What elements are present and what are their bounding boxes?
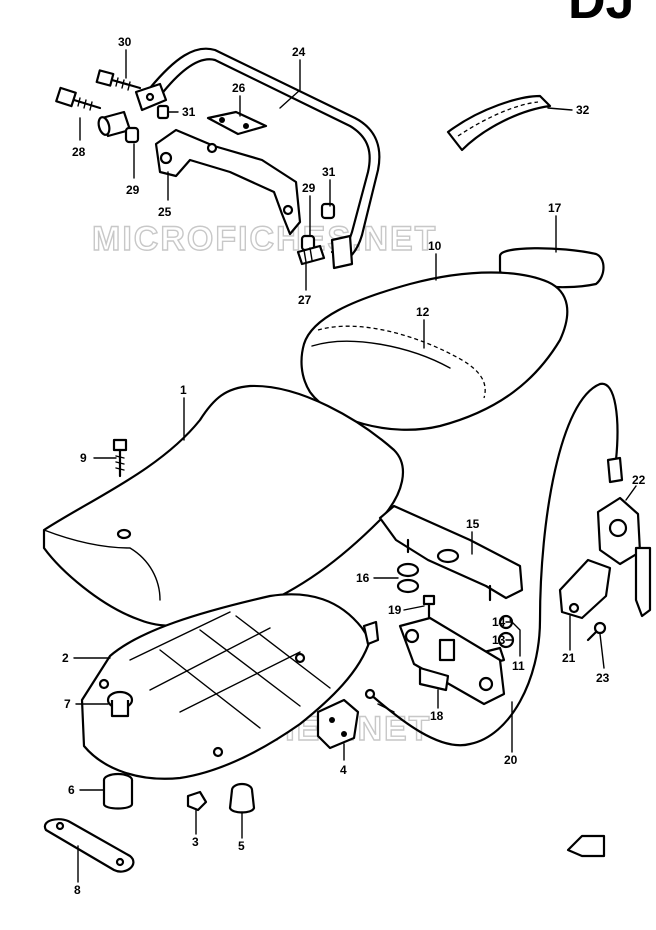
callout-29: 29 xyxy=(126,183,140,197)
spacer-31-upper xyxy=(156,104,170,120)
bracket-4 xyxy=(316,698,360,750)
seat-base-2 xyxy=(80,593,380,780)
callout-30: 30 xyxy=(118,35,132,49)
cable-20 xyxy=(364,382,624,747)
callout-11: 11 xyxy=(512,659,525,673)
latch-18 xyxy=(398,616,506,706)
callout-27: 27 xyxy=(298,293,312,307)
callout-14: 14 xyxy=(492,615,506,629)
bracket-15 xyxy=(378,504,524,602)
front-seat-1 xyxy=(42,384,404,627)
bolt-30 xyxy=(95,69,142,91)
collar-left xyxy=(97,110,132,138)
callout-25: 25 xyxy=(158,205,172,219)
spacer-31-lower xyxy=(320,202,336,220)
callout-2: 2 xyxy=(62,651,69,665)
callout-31: 31 xyxy=(182,105,196,119)
bracket-25 xyxy=(154,128,302,236)
strap-32 xyxy=(446,94,552,152)
watermark-top: MICROFICHES.NET xyxy=(92,220,437,258)
callout-29: 29 xyxy=(302,181,316,195)
nuts-16 xyxy=(396,562,420,594)
callout-20: 20 xyxy=(504,753,518,767)
bolt-9 xyxy=(112,438,128,478)
callout-1: 1 xyxy=(180,383,187,397)
callout-24: 24 xyxy=(292,45,306,59)
cushion-6 xyxy=(102,772,134,810)
callout-12: 12 xyxy=(416,305,430,319)
callout-28: 28 xyxy=(72,145,86,159)
bolt-27 xyxy=(296,244,326,266)
grab-rail xyxy=(134,47,381,270)
spacer-29-left xyxy=(124,126,140,144)
bolt-28 xyxy=(55,86,102,111)
callout-23: 23 xyxy=(596,671,610,685)
corner-title: DJ xyxy=(568,0,634,30)
callout-labels: 30 24 26 31 28 29 25 31 29 27 32 17 10 1… xyxy=(62,35,646,897)
callout-4: 4 xyxy=(340,763,347,777)
cushion-5 xyxy=(228,782,256,814)
forward-arrow-icon xyxy=(566,834,606,858)
plate-8 xyxy=(43,818,135,873)
callout-21: 21 xyxy=(562,651,576,665)
lock-22 xyxy=(596,496,652,618)
screw-23 xyxy=(586,621,607,642)
bracket-21 xyxy=(558,558,612,620)
callout-7: 7 xyxy=(64,697,71,711)
bracket-26 xyxy=(206,110,268,136)
callout-19: 19 xyxy=(388,603,402,617)
rear-seat-10 xyxy=(300,271,569,431)
callout-18: 18 xyxy=(430,709,444,723)
callout-8: 8 xyxy=(74,883,81,897)
callout-31: 31 xyxy=(322,165,336,179)
callout-17: 17 xyxy=(548,201,562,215)
callout-9: 9 xyxy=(80,451,87,465)
callout-13: 13 xyxy=(492,633,506,647)
callout-22: 22 xyxy=(632,473,646,487)
callout-15: 15 xyxy=(466,517,480,531)
callout-10: 10 xyxy=(428,239,442,253)
callout-5: 5 xyxy=(238,839,245,853)
callout-26: 26 xyxy=(232,81,246,95)
leader-lines xyxy=(73,49,637,883)
callout-6: 6 xyxy=(68,783,75,797)
grommet-7 xyxy=(106,690,134,718)
callout-16: 16 xyxy=(356,571,370,585)
nut-3 xyxy=(186,790,208,812)
callout-32: 32 xyxy=(576,103,590,117)
callout-3: 3 xyxy=(192,835,199,849)
